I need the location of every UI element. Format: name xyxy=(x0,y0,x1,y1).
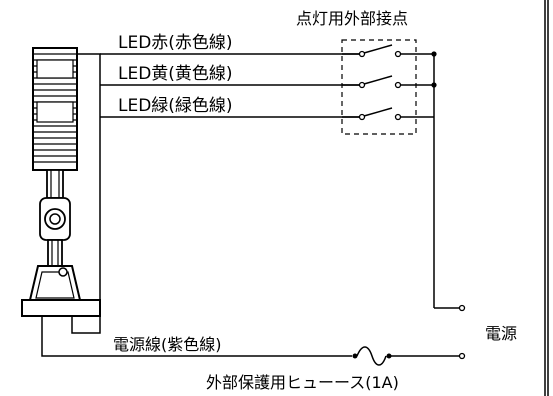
external-contacts-box xyxy=(341,39,417,135)
fuse-symbol xyxy=(330,346,466,366)
led-red-label: LED赤(赤色線) xyxy=(118,33,233,53)
power-wire-label: 電源線(紫色線) xyxy=(113,335,222,354)
wire-power-purple xyxy=(41,316,330,357)
fuse-label: 外部保護用ヒューース(1A) xyxy=(206,373,399,392)
switch-green xyxy=(342,107,434,121)
led-yellow-label: LED黄(黄色線) xyxy=(118,64,233,84)
power-terminal-bottom xyxy=(458,352,466,360)
junction-dot xyxy=(431,82,437,88)
wire-led-red-feed xyxy=(71,53,101,334)
led-green-label: LED緑(緑色線) xyxy=(118,96,233,116)
signal-tower-device xyxy=(21,47,101,317)
junction-dot xyxy=(431,51,437,57)
contacts-title-label: 点灯用外部接点 xyxy=(296,9,408,28)
power-source-label: 電源 xyxy=(485,324,517,343)
power-terminal-top xyxy=(458,304,466,312)
switch-red xyxy=(342,44,434,58)
switch-yellow xyxy=(342,75,434,89)
